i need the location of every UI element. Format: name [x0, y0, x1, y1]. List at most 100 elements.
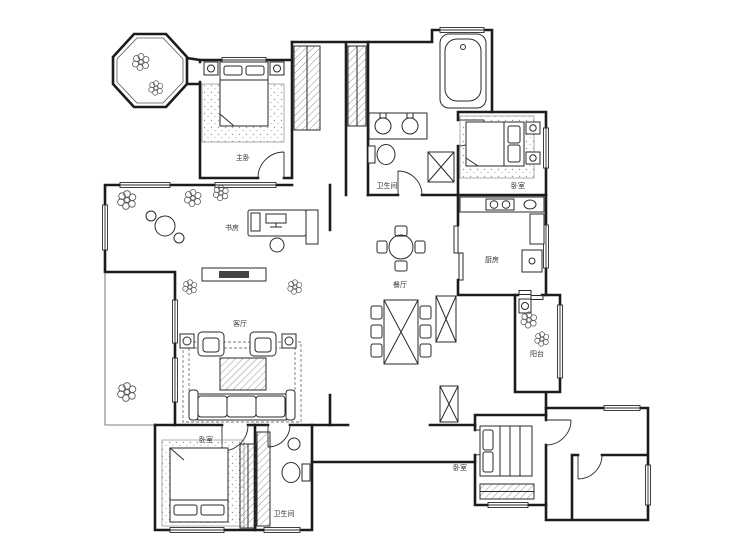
window: [102, 204, 108, 251]
double-bed-icon: [219, 61, 269, 127]
double-sink-icon: [368, 112, 428, 140]
window: [119, 182, 171, 188]
bay-window-walls: [111, 32, 189, 109]
balcony-walls: [513, 293, 562, 410]
window: [172, 357, 178, 403]
shower-screen-icon: [256, 431, 271, 527]
master-bedroom-walls: [198, 40, 294, 180]
bathroom-second-door: [267, 424, 291, 448]
toilet-icon: [367, 144, 396, 165]
plants: [117, 53, 550, 402]
room-labels: 主卧 卫生间 卧室 厨房 餐厅 书房 客厅 卧室 卫生间 阳台 卧室: [199, 153, 544, 518]
nightstand-icon: [269, 61, 285, 76]
room-label-bedroom-right: 卧室: [511, 181, 525, 190]
tv-icon: [219, 271, 249, 278]
room-label-study: 书房: [225, 223, 239, 232]
kitchen-counter-side: [529, 213, 545, 245]
room-label-master-bedroom: 主卧: [236, 153, 250, 162]
plant-icon: [182, 279, 198, 295]
room-label-balcony: 阳台: [530, 349, 544, 358]
garden-fence: [104, 272, 155, 426]
toilet-icon: [281, 462, 311, 483]
kitchen-sliding-door: [453, 225, 464, 281]
bathroom-second-walls: [253, 423, 314, 532]
study-living-walls: [103, 183, 332, 427]
plant-icon: [148, 80, 164, 96]
plant-icon: [117, 190, 137, 210]
office-chair-icon: [269, 237, 285, 253]
utility-entry-door: [545, 419, 572, 446]
bedroom-right-furniture: [459, 115, 541, 179]
master-bedroom-furniture: [201, 61, 285, 143]
bedroom-small-furniture: [479, 425, 535, 500]
armchair-icon: [197, 331, 225, 357]
single-bed-icon: [479, 425, 533, 477]
double-bed-icon: [465, 121, 525, 167]
bedroom-bottom-walls: [153, 423, 257, 532]
room-label-bedroom-bottom: 卧室: [199, 435, 213, 444]
bedroom-small-walls: [473, 413, 548, 507]
plant-icon: [287, 279, 303, 295]
round-table-icon: [376, 225, 426, 272]
wardrobe-icon: [347, 45, 367, 127]
closet-hall-walls: [290, 40, 370, 197]
room-label-kitchen: 厨房: [485, 255, 499, 264]
bathroom-second-fixtures: [256, 431, 311, 527]
window: [557, 304, 563, 379]
kitchen-sink-icon: [523, 199, 537, 210]
room-label-living: 客厅: [233, 319, 247, 328]
bedroom-bottom-furniture: [161, 439, 257, 529]
window: [543, 224, 549, 269]
room-label-dining: 餐厅: [393, 280, 407, 289]
bathtub-icon: [439, 33, 487, 109]
side-table-icon: [179, 333, 195, 349]
shower-icon: [427, 151, 455, 183]
cabinet-icon: [305, 209, 319, 245]
tv-cabinet-icon: [201, 267, 267, 282]
plant-icon: [117, 382, 137, 402]
study-furniture: [145, 209, 319, 253]
armchair-icon: [249, 331, 277, 357]
balcony-sliding-door: [518, 290, 544, 300]
shaft-icon: [435, 295, 457, 343]
window: [487, 502, 529, 508]
bay-window-glazing: [116, 37, 184, 104]
master-bedroom-door: [257, 151, 285, 179]
rug-icon: [182, 341, 302, 423]
dining-furniture: [370, 225, 459, 423]
window: [645, 464, 651, 506]
window: [263, 527, 301, 533]
double-bed-icon: [169, 447, 229, 523]
tea-table-icon: [145, 210, 185, 244]
nightstand-icon: [203, 61, 219, 76]
sofa-icon: [188, 389, 296, 421]
nightstand-icon: [525, 151, 541, 165]
window: [172, 299, 178, 344]
room-label-bedroom-small: 卧室: [453, 463, 467, 472]
nightstand-icon: [525, 121, 541, 135]
window: [169, 527, 225, 533]
window: [603, 405, 641, 411]
plant-icon: [520, 311, 537, 329]
stove-icon: [485, 198, 515, 211]
south-corridor-walls: [153, 423, 477, 464]
dining-table-icon: [370, 299, 432, 365]
washing-machine-icon: [518, 298, 532, 314]
kitchen-furniture: [459, 196, 545, 273]
window: [214, 182, 277, 188]
shaft-icon: [439, 385, 459, 423]
bay-neck-walls: [185, 56, 202, 86]
plant-icon: [132, 53, 150, 71]
utility-inner-door: [577, 454, 603, 480]
living-furniture: [179, 267, 302, 423]
bedroom-right-walls: [456, 110, 548, 197]
window: [439, 27, 485, 33]
utility-block-walls: [544, 406, 650, 522]
bathroom-main-door: [397, 170, 423, 196]
balcony-items: [518, 298, 532, 314]
bathroom-walls: [366, 28, 494, 197]
walls: [103, 28, 650, 532]
desk-icon: [247, 209, 307, 237]
